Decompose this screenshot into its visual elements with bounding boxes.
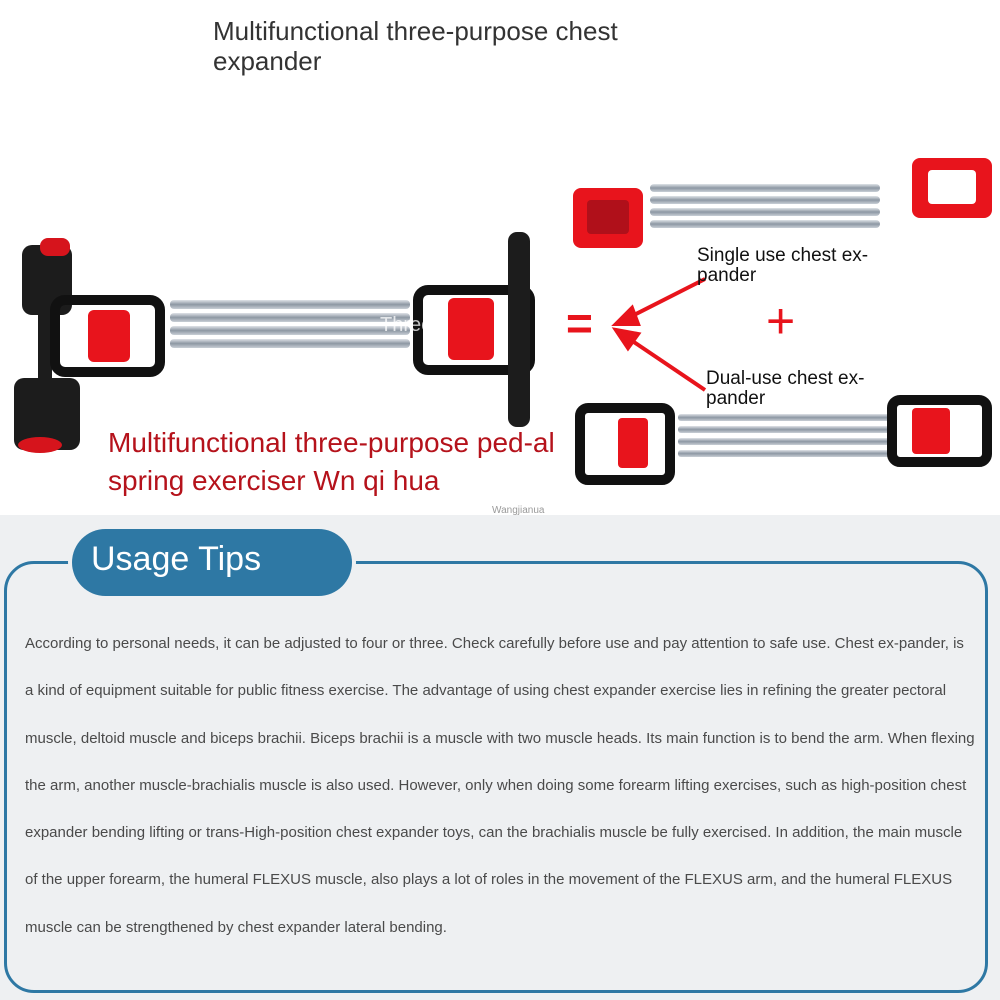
- usage-tips-box: [4, 561, 988, 993]
- red-arrows: [611, 277, 707, 392]
- spring-set: [170, 300, 410, 348]
- pedal-spring-exerciser: [14, 232, 535, 453]
- page-title: Multifunctional three-purpose chest expa…: [213, 16, 618, 76]
- left-handle-frame: [50, 295, 165, 377]
- foot-pedal-bottom: [14, 378, 80, 450]
- single-use-expander: [573, 158, 992, 248]
- plus-symbol: +: [766, 293, 796, 349]
- left-red-grip: [88, 310, 130, 362]
- usage-tips-tab: [72, 529, 352, 596]
- t-bar-handle: [508, 232, 530, 427]
- single-use-label: Single use chest ex-pander: [697, 245, 869, 286]
- product-caption: Multifunctional three-purpose ped-al spr…: [108, 427, 555, 496]
- equals-symbol: =: [566, 297, 593, 349]
- dual-use-label: Dual-use chest ex-pander: [706, 368, 865, 409]
- right-red-grip: [448, 298, 494, 360]
- image-watermark: Three: [380, 314, 433, 336]
- brand-watermark: Wangjianua: [492, 505, 545, 516]
- dual-use-expander: [575, 395, 992, 485]
- product-illustration: [14, 158, 992, 485]
- usage-tips-title: Usage Tips: [91, 540, 262, 578]
- usage-tips-body: According to personal needs, it can be a…: [25, 635, 975, 936]
